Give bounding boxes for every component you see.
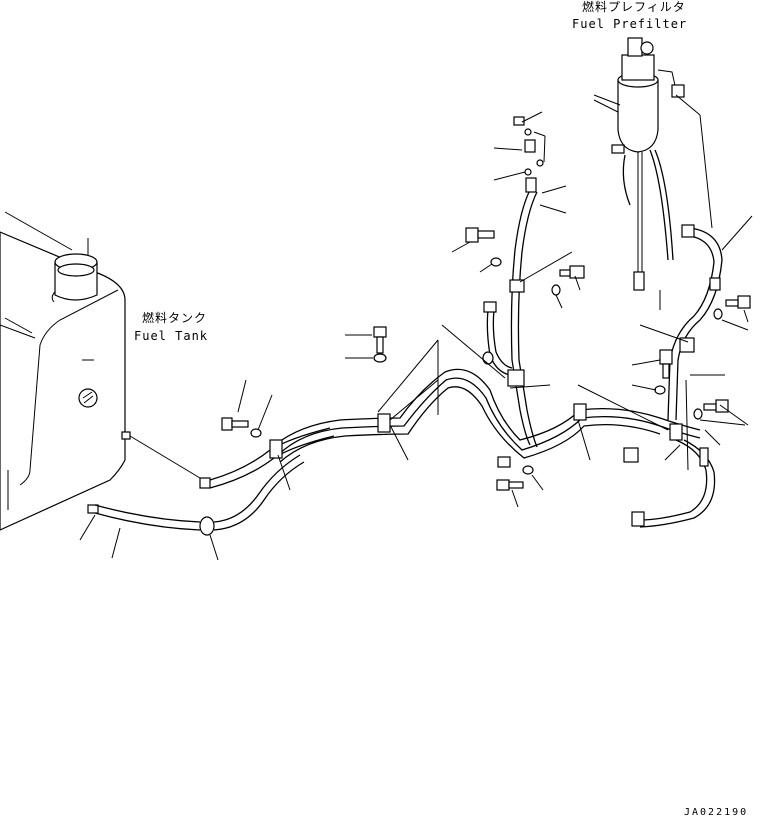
tank-return-hose <box>79 454 305 561</box>
right-hoses <box>623 215 753 528</box>
bolts-and-washers <box>221 111 751 508</box>
fuel-tank <box>0 211 131 531</box>
fuel-prefilter <box>593 37 713 310</box>
prefilter-label-en: Fuel Prefilter <box>572 17 688 31</box>
tank-label-jp: 燃料タンク <box>142 311 208 325</box>
tank-supply-hose <box>129 427 335 489</box>
hose-bundle <box>269 339 701 491</box>
tank-label-en: Fuel Tank <box>134 329 209 343</box>
drawing-code: JA022190 <box>684 807 749 818</box>
prefilter-hoses <box>441 177 551 448</box>
prefilter-label-jp: 燃料プレフィルタ <box>582 0 686 14</box>
